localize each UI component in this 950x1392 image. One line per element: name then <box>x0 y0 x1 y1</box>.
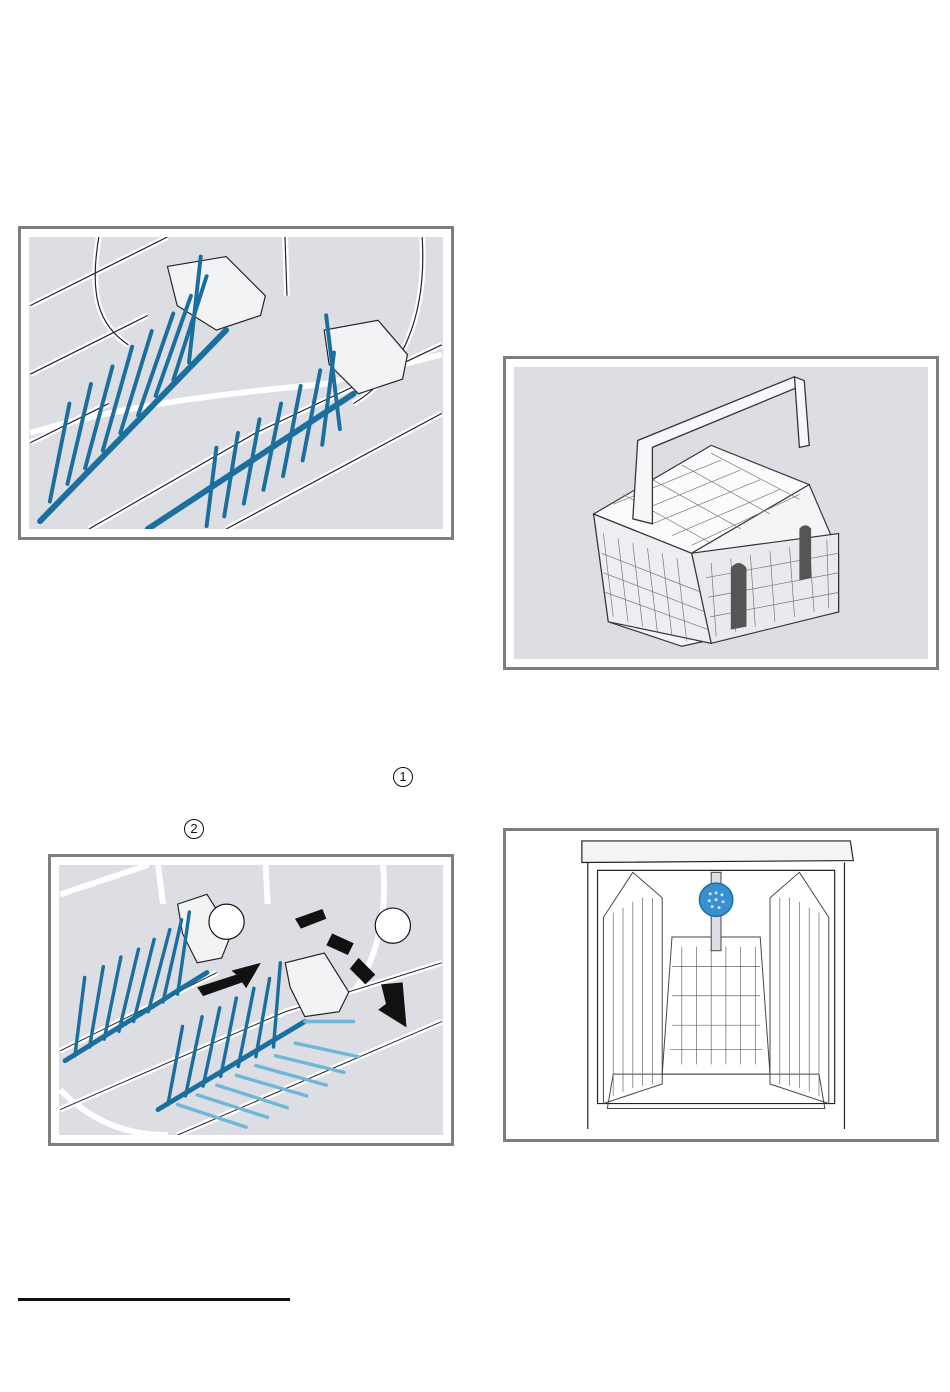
step-marker-2: 2 <box>184 819 204 839</box>
step-marker-1: 1 <box>393 767 413 787</box>
figure-cutlery-basket <box>503 356 939 670</box>
dishwasher-open-illustration <box>514 839 928 1131</box>
upper-basket-tines-illustration <box>29 237 443 529</box>
figure-fold-tines <box>48 854 454 1146</box>
fold-tines-illustration <box>59 865 443 1135</box>
footnote-rule <box>18 1298 290 1301</box>
figure-upper-basket-tines <box>18 226 454 540</box>
figure-dishwasher-open <box>503 828 939 1142</box>
cutlery-basket-illustration <box>514 367 928 659</box>
